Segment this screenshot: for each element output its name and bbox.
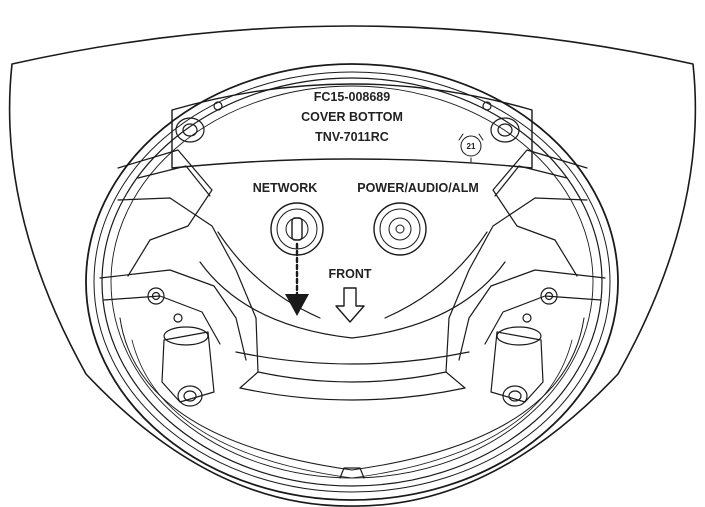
front-notch <box>339 467 365 479</box>
right-screw-boss <box>482 101 520 143</box>
left-mount-post <box>147 287 215 407</box>
center-channel <box>235 317 470 401</box>
front-label: FRONT <box>328 267 371 281</box>
part-name-label: COVER BOTTOM <box>301 110 403 124</box>
right-rib <box>351 149 606 361</box>
inner-plate <box>171 83 533 169</box>
front-arrow-icon <box>335 287 365 323</box>
network-port-label: NETWORK <box>253 181 318 195</box>
recycle-mark-icon <box>458 133 484 163</box>
mounting-rings <box>85 63 619 501</box>
cable-route-arrow-icon <box>285 294 309 316</box>
left-rib <box>99 149 353 361</box>
model-label: TNV-7011RC <box>315 130 389 144</box>
power-audio-alarm-port <box>373 202 427 256</box>
part-code-label: FC15-008689 <box>314 90 390 104</box>
right-mount-post <box>490 287 558 407</box>
outer-housing <box>8 25 697 507</box>
left-screw-boss <box>175 101 223 143</box>
material-mark-label: 21 <box>467 142 476 151</box>
power-port-label: POWER/AUDIO/ALM <box>357 181 479 195</box>
